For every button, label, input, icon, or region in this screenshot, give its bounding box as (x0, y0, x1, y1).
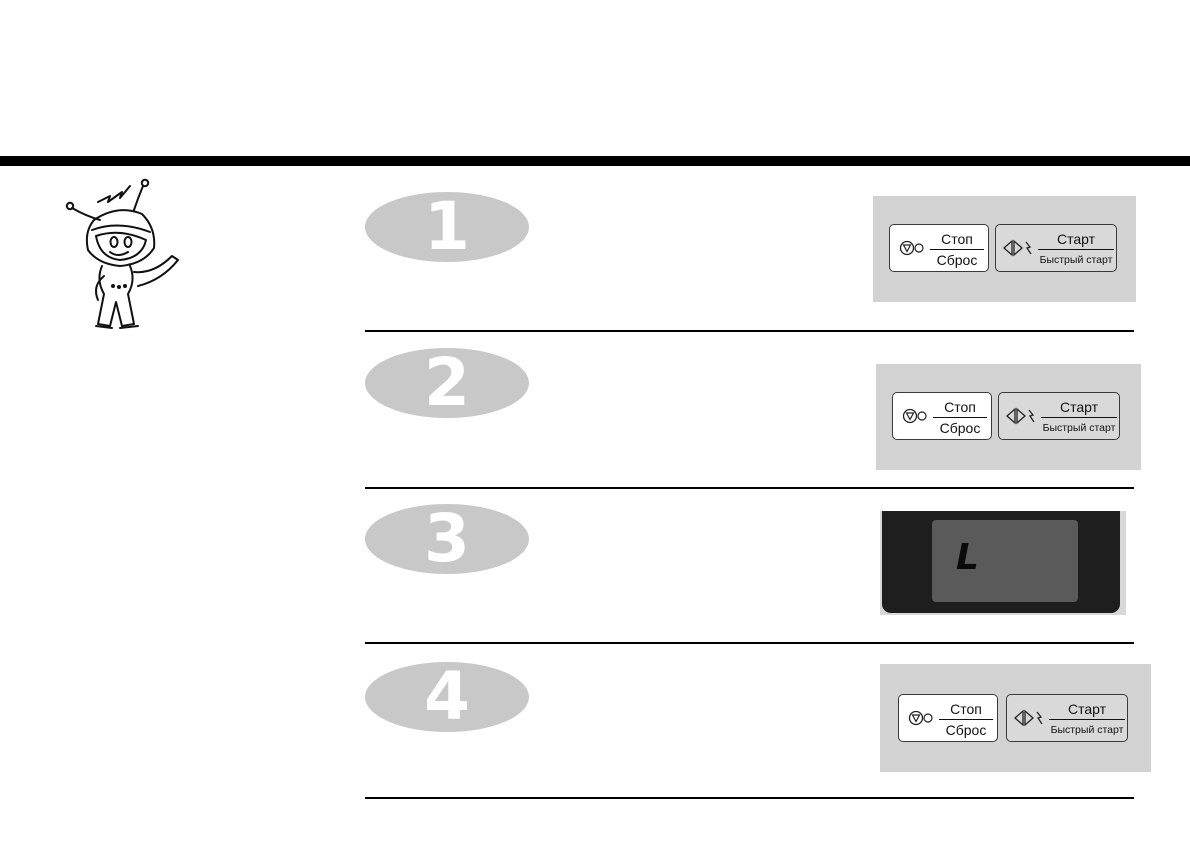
start-icon (1014, 709, 1043, 727)
start-icon (1003, 239, 1032, 257)
stop-icon (908, 710, 933, 726)
stop-icon (899, 240, 924, 256)
step-divider (365, 487, 1134, 489)
top-rule (0, 156, 1190, 166)
start-label: Старт (1049, 701, 1125, 720)
step-number: 4 (424, 658, 470, 735)
control-panel-4: Стоп Сброс Старт Быстрый старт (880, 664, 1151, 772)
step-number: 1 (424, 188, 470, 265)
start-quick-start-button[interactable]: Старт Быстрый старт (995, 224, 1117, 272)
quick-start-label: Быстрый старт (1039, 254, 1113, 266)
step-badge-3: 3 (365, 504, 529, 574)
step-badge-4: 4 (365, 662, 529, 732)
reset-label: Сброс (945, 722, 987, 738)
stop-label: Стоп (933, 399, 987, 418)
control-panel-1: Стоп Сброс Старт Быстрый старт (873, 196, 1136, 302)
start-icon (1006, 407, 1035, 425)
stop-reset-button[interactable]: Стоп Сброс (889, 224, 989, 272)
step-badge-1: 1 (365, 192, 529, 262)
stop-label: Стоп (930, 231, 984, 250)
mascot-illustration (65, 178, 179, 329)
start-label: Старт (1038, 231, 1114, 250)
display-text: L (956, 537, 979, 578)
display-window: L (880, 511, 1126, 615)
step-number: 3 (424, 500, 470, 577)
step-number: 2 (424, 344, 470, 421)
step-badge-2: 2 (365, 348, 529, 418)
lcd-screen: L (932, 520, 1078, 602)
start-label: Старт (1041, 399, 1117, 418)
reset-label: Сброс (939, 420, 981, 436)
start-quick-start-button[interactable]: Старт Быстрый старт (1006, 694, 1128, 742)
step-divider (365, 797, 1134, 799)
start-quick-start-button[interactable]: Старт Быстрый старт (998, 392, 1120, 440)
quick-start-label: Быстрый старт (1050, 724, 1124, 736)
stop-reset-button[interactable]: Стоп Сброс (892, 392, 992, 440)
reset-label: Сброс (936, 252, 978, 268)
step-divider (365, 642, 1134, 644)
step-divider (365, 330, 1134, 332)
stop-icon (902, 408, 927, 424)
stop-label: Стоп (939, 701, 993, 720)
stop-reset-button[interactable]: Стоп Сброс (898, 694, 998, 742)
display-bezel: L (882, 511, 1120, 613)
control-panel-2: Стоп Сброс Старт Быстрый старт (876, 364, 1141, 470)
quick-start-label: Быстрый старт (1042, 422, 1116, 434)
